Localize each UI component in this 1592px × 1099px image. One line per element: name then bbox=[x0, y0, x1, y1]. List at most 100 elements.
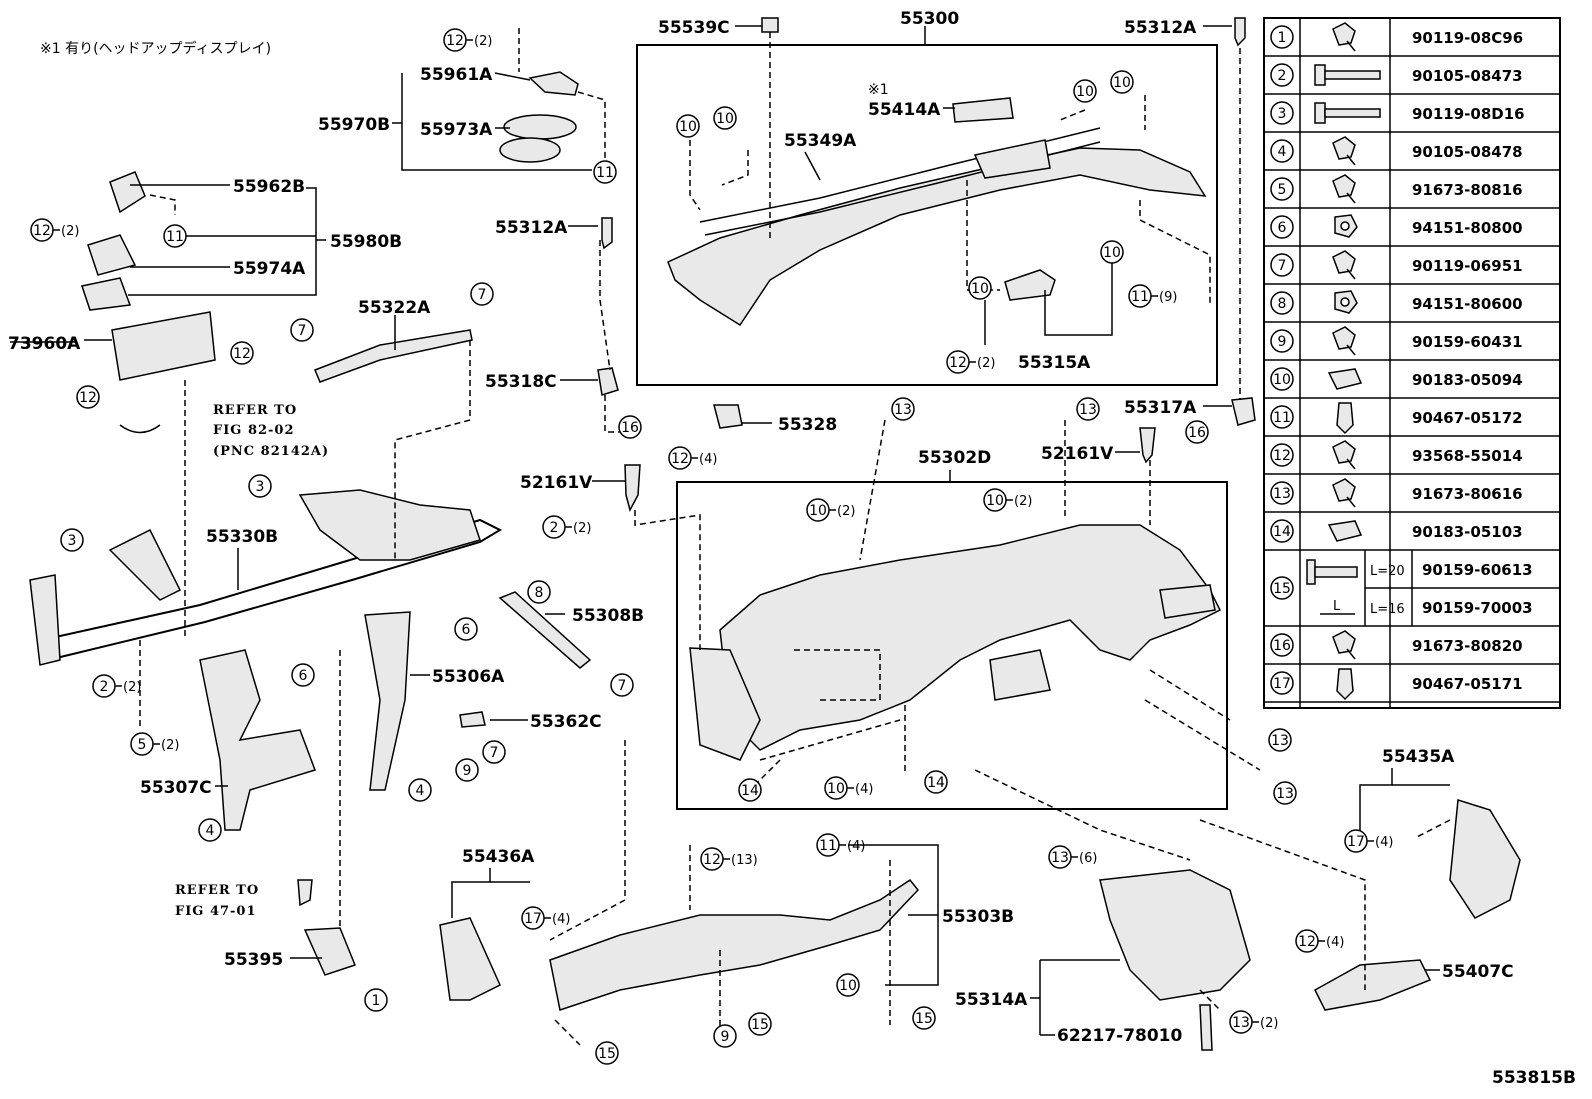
callout-12: 12(4) bbox=[668, 446, 717, 470]
fastener-part-number: 94151-80600 bbox=[1412, 295, 1523, 313]
label-55302D: 55302D bbox=[918, 448, 991, 468]
callout-quantity: (2) bbox=[161, 738, 179, 753]
callout-15: 15 bbox=[912, 1006, 936, 1030]
clip-icon bbox=[1336, 668, 1354, 701]
side-cover-55436A-part bbox=[439, 917, 501, 1001]
fastener-part-number: 91673-80616 bbox=[1412, 485, 1523, 503]
callout-2: 2(2) bbox=[542, 515, 591, 539]
fastener-number: 7 bbox=[1278, 258, 1287, 274]
callout-circle bbox=[455, 758, 479, 782]
callout-circle bbox=[470, 282, 494, 306]
callout-16: 16 bbox=[618, 415, 642, 439]
bolt-icon bbox=[1332, 326, 1356, 356]
brace-55308B-part bbox=[498, 591, 592, 669]
callout-quantity: (2) bbox=[1260, 1016, 1278, 1031]
fastener-part-number: 90183-05094 bbox=[1412, 371, 1523, 389]
callout-number: 9 bbox=[463, 763, 472, 779]
callout-9: 9 bbox=[713, 1024, 737, 1048]
variant-part-number: 90159-60613 bbox=[1422, 561, 1533, 579]
callout-15: 15 bbox=[595, 1041, 619, 1065]
callout-number: 11 bbox=[1131, 289, 1149, 305]
label-55362C: 55362C bbox=[530, 712, 602, 732]
callout-7: 7 bbox=[610, 673, 634, 697]
callout-circle bbox=[595, 1041, 619, 1065]
label-55307C: 55307C bbox=[140, 778, 212, 798]
bolt-icon bbox=[1332, 250, 1356, 280]
callout-7: 7 bbox=[290, 318, 314, 342]
callout-circle bbox=[1185, 420, 1209, 444]
callout-number: 14 bbox=[741, 783, 759, 799]
fastener-number: 12 bbox=[1273, 448, 1291, 464]
fastener-number: 4 bbox=[1278, 144, 1287, 160]
callout-number: 7 bbox=[490, 745, 499, 761]
callout-8: 8 bbox=[527, 580, 551, 604]
callout-10: 10 bbox=[1110, 70, 1134, 94]
label-55328: 55328 bbox=[778, 415, 837, 435]
fastener-number: 13 bbox=[1273, 486, 1291, 502]
callout-12: 12(2) bbox=[30, 218, 79, 242]
callout-number: 11 bbox=[166, 229, 184, 245]
fastener-part-number: 90119-06951 bbox=[1412, 257, 1523, 275]
fastener-part-number: 90105-08473 bbox=[1412, 67, 1523, 85]
instrument-panel-55302D bbox=[689, 524, 1222, 761]
callout-number: 5 bbox=[138, 737, 147, 753]
callout-number: 13 bbox=[1232, 1015, 1250, 1031]
label-55407C: 55407C bbox=[1442, 962, 1514, 982]
label-55300: 55300 bbox=[900, 9, 959, 29]
callout-number: 15 bbox=[751, 1017, 769, 1033]
callout-circle bbox=[836, 973, 860, 997]
label-55974A: 55974A bbox=[233, 259, 306, 279]
callout-7: 7 bbox=[470, 282, 494, 306]
callout-number: 12 bbox=[671, 451, 689, 467]
lower-parts bbox=[303, 799, 1521, 1051]
callout-number: 10 bbox=[679, 119, 697, 135]
side-panel-55435A-part bbox=[1449, 799, 1521, 919]
callout-quantity: (4) bbox=[855, 782, 873, 797]
callout-number: 10 bbox=[1113, 75, 1131, 91]
label-55539C: 55539C bbox=[658, 18, 730, 38]
callout-14: 14 bbox=[738, 778, 762, 802]
fastener-number: 3 bbox=[1278, 106, 1287, 122]
callout-quantity: (2) bbox=[474, 34, 492, 49]
bolt-icon bbox=[1332, 174, 1356, 204]
callout-circle bbox=[408, 778, 432, 802]
fastener-number: 17 bbox=[1273, 676, 1291, 692]
clip-icon bbox=[1336, 402, 1354, 435]
bolt-icon bbox=[1332, 22, 1356, 52]
callout-number: 1 bbox=[372, 993, 381, 1009]
callout-circle bbox=[924, 770, 948, 794]
head-up-display-note: ※1 有り(ヘッドアップディスプレイ) bbox=[40, 40, 271, 57]
callout-15: 15 bbox=[748, 1012, 772, 1036]
fastener-number: 8 bbox=[1278, 296, 1287, 312]
fastener-row-2: 2 90105-08473 bbox=[1264, 63, 1560, 95]
fastener-number: 2 bbox=[1278, 68, 1287, 84]
guide-lines bbox=[139, 28, 1451, 1046]
label-55980B: 55980B bbox=[330, 232, 402, 252]
callout-11: 11 bbox=[593, 160, 617, 184]
nut-icon bbox=[1334, 214, 1358, 238]
fastener-part-number: 90467-05172 bbox=[1412, 409, 1523, 427]
lower-cover-55407C-part bbox=[1314, 959, 1432, 1011]
callout-number: 4 bbox=[206, 823, 215, 839]
callout-number: 12 bbox=[703, 852, 721, 868]
fastener-part-number: 90467-05171 bbox=[1412, 675, 1523, 693]
variant-length: L=16 bbox=[1370, 602, 1405, 617]
callout-12: 12(2) bbox=[443, 28, 492, 52]
callout-quantity: (13) bbox=[731, 853, 758, 868]
bolt-icon bbox=[1332, 440, 1356, 470]
callout-13: 13(6) bbox=[1048, 845, 1097, 869]
callout-number: 2 bbox=[100, 679, 109, 695]
callout-circle bbox=[364, 988, 388, 1012]
label-55306A: 55306A bbox=[432, 667, 505, 687]
callout-number: 10 bbox=[809, 503, 827, 519]
callout-number: 7 bbox=[478, 287, 487, 303]
label-55330B: 55330B bbox=[206, 527, 278, 547]
label-55314A: 55314A bbox=[955, 990, 1028, 1010]
brace-55322A-part bbox=[314, 329, 473, 383]
callout-number: 6 bbox=[462, 622, 471, 638]
callout-3: 3 bbox=[60, 528, 84, 552]
label-55435A: 55435A bbox=[1382, 747, 1455, 767]
